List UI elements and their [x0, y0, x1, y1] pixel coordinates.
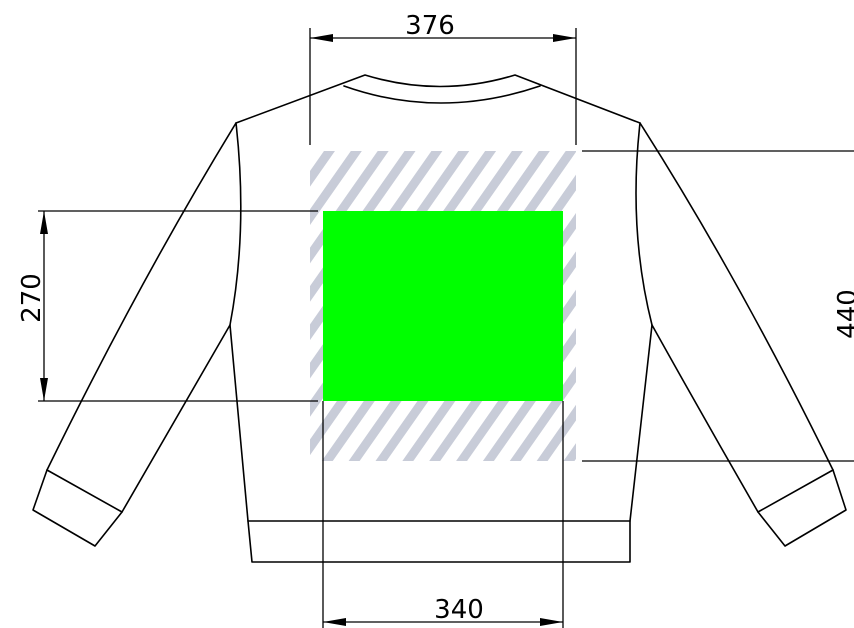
print-width-label: 340: [434, 595, 484, 625]
dimension-print-width: 340: [322, 401, 564, 628]
max-width-label: 376: [405, 11, 455, 41]
body-outline: [229, 74, 653, 563]
sweatshirt-outline: [32, 74, 847, 563]
left-sleeve: [46, 122, 237, 513]
dimension-max-width: 376: [309, 11, 577, 145]
right-cuff: [757, 469, 847, 547]
right-sleeve: [639, 122, 834, 513]
print-height-label: 270: [17, 273, 47, 323]
max-height-label: 440: [833, 289, 854, 339]
collar-line: [343, 85, 541, 104]
dimension-max-height: 440: [582, 150, 854, 462]
dimension-print-height: 270: [17, 210, 318, 402]
left-cuff: [32, 469, 123, 547]
print-area: [323, 211, 563, 401]
